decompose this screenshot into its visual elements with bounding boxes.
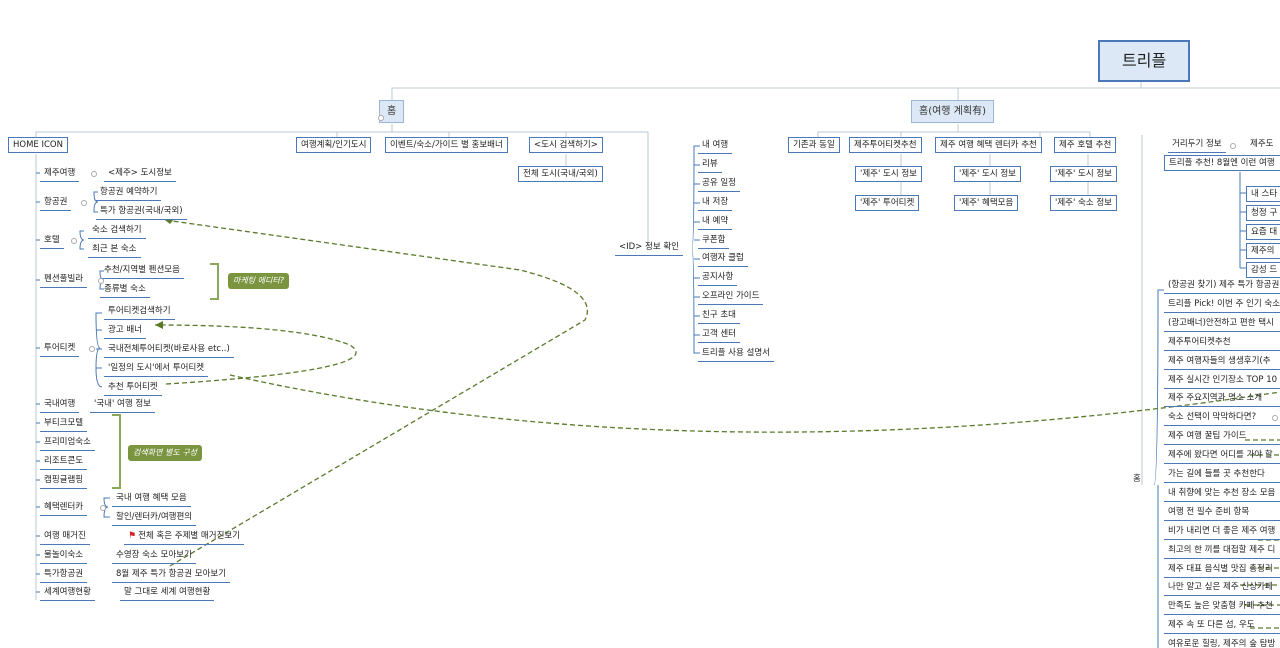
id-item[interactable]: 오프라인 가이드 [698,290,764,306]
right-list-item[interactable]: 제주 주요지역과 명소 소개 [1164,392,1280,408]
plan-benefit-list[interactable]: '제주' 혜택모음 [954,195,1019,211]
category-child[interactable]: 수영장 숙소 모아보기 [112,549,196,564]
right-list-item[interactable]: (광고배너)안전하고 편한 택시 [1164,317,1280,332]
category-item[interactable]: 부티크모텔 [40,417,88,432]
category-child[interactable]: 국내전체투어티켓(바로사용 etc..) [104,343,234,358]
category-item[interactable]: 특가항공권 [40,568,88,583]
right-list-item[interactable]: 최고의 한 끼를 대접할 제주 디 [1164,544,1280,559]
category-child[interactable]: 8월 제주 특가 항공권 모아보기 [112,568,231,583]
category-child[interactable]: 특가 항공권(국내/국외) [96,205,187,220]
id-item[interactable]: 친구 초대 [698,309,740,325]
category-item[interactable]: 여행 매거진 [40,530,90,545]
category-item[interactable]: 호텔 [40,234,64,249]
right-list-item[interactable]: 만족도 높은 맞춤형 카페 추천 [1164,600,1280,616]
right-list-item[interactable]: 비가 내리면 더 좋은 제주 여행 [1164,525,1280,540]
right-list-item[interactable]: 가는 길에 들를 곳 추천한다 [1164,468,1280,483]
right-list-item[interactable]: 제주투어티켓추천 [1164,336,1280,351]
right-list-item[interactable]: 제주 대표 음식별 맛집 총정리 [1164,563,1280,578]
travel-plan-node[interactable]: 여행계획/인기도시 [296,137,372,153]
category-item[interactable]: 국내여행 [40,398,80,413]
right-box-item[interactable]: 감성 드 [1246,262,1280,278]
id-item[interactable]: 공지사항 [698,271,738,287]
category-item[interactable]: 세계여행현황 [40,586,95,601]
category-item[interactable]: 캠핑글램핑 [40,474,88,489]
right-list-item[interactable]: 내 취향에 맞는 추천 장소 모음 [1164,487,1280,502]
category-child[interactable]: 국내 여행 혜택 모음 [112,492,191,507]
plan-benefit-city[interactable]: '제주' 도시 정보 [954,166,1021,182]
id-item[interactable]: 내 예약 [698,215,733,230]
category-item[interactable]: 제주여행 [40,167,80,182]
right-list-item[interactable]: 제주 여행 꿀팁 가이드 [1164,430,1280,446]
category-child[interactable]: 종류별 숙소 [100,283,150,298]
right-box-item[interactable]: 청정 구 [1246,205,1280,221]
right-banner[interactable]: 트리플 추천! 8월엔 이런 여행 [1164,155,1280,171]
category-child[interactable]: 숙소 검색하기 [88,224,146,239]
hub-home-plan[interactable]: 홈(여행 계획有) [911,100,994,123]
category-item[interactable]: 펜션풀빌라 [40,273,88,288]
right-list-item[interactable]: 제주 속 또 다른 섬, 우도 [1164,619,1280,635]
right-list-item[interactable]: 여행 전 필수 준비 항목 [1164,506,1280,521]
right-list-item[interactable]: (항공권 찾기) 제주 특가 항공권 [1164,279,1280,294]
home-icon-node[interactable]: HOME ICON [8,137,68,153]
right-box-item[interactable]: 내 스타 [1246,186,1280,202]
right-box-item[interactable]: 제주의 [1246,243,1280,259]
right-list-item[interactable]: 제주에 왔다면 어디를 가야 할 [1164,449,1280,465]
category-child[interactable]: 말 그대로 세계 여행현황 [120,586,215,601]
category-child[interactable]: 최근 본 숙소 [88,243,141,258]
plan-col-same[interactable]: 기존과 동일 [788,137,840,153]
id-item[interactable]: 여행자 클럽 [698,252,748,268]
category-child[interactable]: '국내' 여행 정보 [90,398,155,413]
plan-col-tour[interactable]: 제주투어티켓추천 [849,137,922,153]
right-jeju[interactable]: 제주도 [1250,139,1274,149]
id-item[interactable]: 쿠폰함 [698,234,730,249]
hub-home-right[interactable]: 홈 [1133,474,1141,484]
category-child[interactable]: ⚑전체 혹은 주제별 매거진보기 [124,530,245,545]
category-item[interactable]: 물놀이숙소 [40,549,88,564]
plan-hotel-city[interactable]: '제주' 도시 정보 [1050,166,1117,182]
right-list-item[interactable]: 제주 실시간 인기장소 TOP 10 [1164,374,1280,389]
category-child[interactable]: <제주> 도시정보 [104,167,176,182]
category-child[interactable]: 할인/렌터카/여행편의 [112,511,197,526]
id-item[interactable]: 고객 센터 [698,328,740,343]
promo-banner-node[interactable]: 이벤트/숙소/가이드 별 홍보배너 [385,137,508,153]
all-cities-node[interactable]: 전체 도시(국내/국외) [518,166,603,182]
tag-marketing-editor: 마케팅 에디터? [228,273,289,289]
right-list-item[interactable]: 나만 알고 싶은 제주 신상카페 [1164,581,1280,597]
id-check-node[interactable]: <ID> 정보 확인 [615,241,683,256]
category-item[interactable]: 투어티켓 [40,342,80,357]
category-child[interactable]: 추천 투어티켓 [104,381,162,396]
category-item[interactable]: 프리미엄숙소 [40,436,95,451]
right-list-item[interactable]: 트리플 Pick! 이번 주 인기 숙소 [1164,298,1280,313]
flag-icon: ⚑ [128,531,137,541]
root-node[interactable]: 트리플 [1098,40,1191,82]
id-item[interactable]: 내 저장 [698,196,733,211]
category-child[interactable]: 항공권 예약하기 [96,186,162,201]
category-child[interactable]: 추천/지역별 펜션모음 [100,264,184,279]
city-search-node[interactable]: <도시 검색하기> [529,137,603,153]
category-child[interactable]: '일정의 도시'에서 투어티켓 [104,362,209,377]
hub-home[interactable]: 홈 [379,100,405,123]
category-item[interactable]: 혜택렌터카 [40,501,88,516]
plan-hotel-stay[interactable]: '제주' 숙소 정보 [1050,195,1117,211]
plan-col-benefit[interactable]: 제주 여행 혜택 렌터카 추천 [935,137,1042,153]
id-item[interactable]: 리뷰 [698,158,722,173]
id-item[interactable]: 공유 일정 [698,177,740,192]
right-box-item[interactable]: 요즘 대 [1246,224,1280,240]
right-distancing[interactable]: 거리두기 정보 [1168,138,1226,153]
right-list-item[interactable]: 숙소 선택이 막막하다면? [1164,411,1280,427]
category-item[interactable]: 리조트콘도 [40,455,88,470]
category-child[interactable]: 광고 배너 [104,324,146,339]
category-item[interactable]: 항공권 [40,196,72,211]
right-list-item[interactable]: 제주 여행자들의 생생후기(추 [1164,355,1280,370]
plan-col-hotel[interactable]: 제주 호텔 추천 [1054,137,1117,153]
id-item[interactable]: 내 여행 [698,139,733,154]
tag-search-screen: 검색화면 별도 구성 [128,445,202,461]
plan-tour-ticket[interactable]: '제주' 투어티켓 [855,195,920,211]
right-list-item[interactable]: 여유로운 힐링, 제주의 숲 탐방 [1164,638,1280,648]
plan-tour-city[interactable]: '제주' 도시 정보 [855,166,922,182]
id-item[interactable]: 트리플 사용 설명서 [698,347,774,362]
category-child[interactable]: 투어티켓검색하기 [104,305,175,320]
